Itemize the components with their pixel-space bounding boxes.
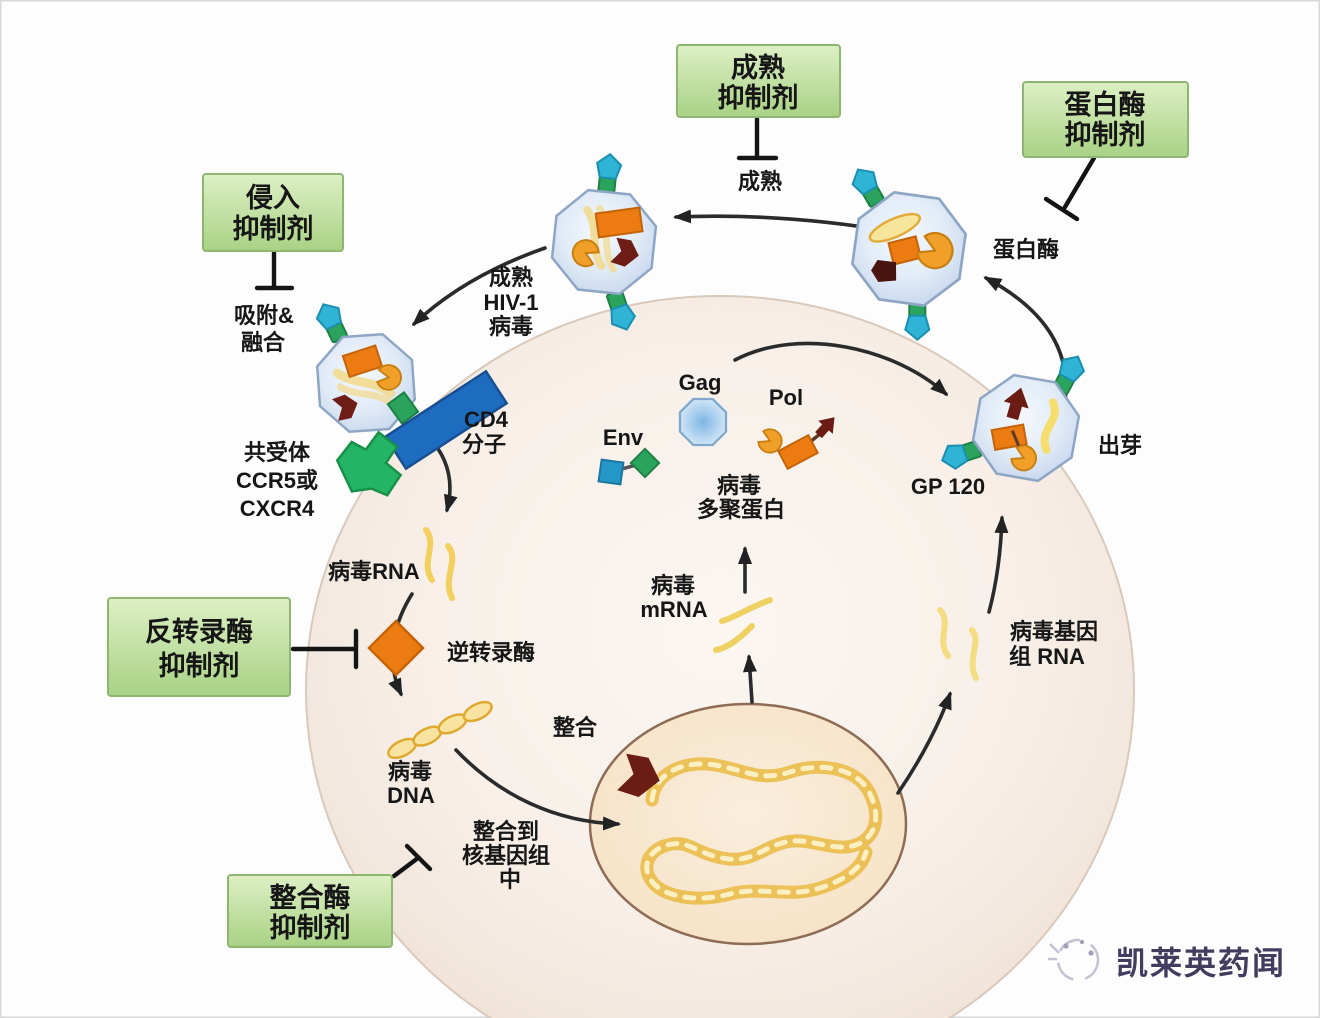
label-cd4-line1: CD4	[464, 407, 509, 432]
arrow-genome-rna-to-budding	[987, 515, 1009, 614]
label-gp120: GP 120	[911, 474, 985, 499]
inhibition-maturation	[736, 116, 779, 161]
arrow-polyprotein-to-budding	[733, 341, 949, 397]
label-viral-dna-line1: 病毒	[388, 759, 432, 784]
rt-inhibitor-line1: 反转录酶	[145, 617, 253, 647]
inhibitor-box-integrase: 整合酶 抑制剂	[227, 874, 393, 948]
inhibitor-box-entry: 侵入 抑制剂	[202, 173, 344, 252]
inhibition-entry	[254, 250, 295, 291]
genome-rna-icon	[937, 607, 979, 681]
gag-protein-icon	[678, 397, 728, 447]
nucleus	[588, 702, 908, 946]
label-env: Env	[603, 425, 644, 450]
host-cell	[305, 295, 1135, 1018]
protease-inhibitor-line1: 蛋白酶	[1065, 89, 1146, 120]
maturation-inhibitor-line2: 抑制剂	[718, 83, 799, 113]
rt-inhibitor-line2: 抑制剂	[159, 651, 240, 681]
label-adsorption-line2: 融合	[241, 330, 286, 355]
label-viral-rna: 病毒RNA	[328, 559, 420, 584]
label-viral-dna-line2: DNA	[387, 783, 435, 808]
label-coreceptor-line1: 共受体	[244, 440, 311, 465]
label-pol: Pol	[769, 385, 803, 410]
label-gag: Gag	[679, 370, 722, 395]
label-mature-hiv-line2: HIV-1	[483, 290, 538, 315]
label-budding: 出芽	[1098, 433, 1142, 458]
label-maturation-step: 成熟	[738, 169, 782, 194]
label-polyprotein-line1: 病毒	[717, 473, 761, 498]
watermark-text: 凯莱英药闻	[1116, 945, 1286, 981]
label-mrna-line2: mRNA	[640, 597, 707, 622]
label-polyprotein-line2: 多聚蛋白	[697, 497, 785, 522]
label-integrate-line3: 中	[499, 867, 521, 892]
entry-inhibitor-line2: 抑制剂	[233, 214, 314, 244]
coreceptor-icon	[335, 430, 403, 497]
inhibitor-box-rt: 反转录酶 抑制剂	[107, 597, 291, 697]
cd4-receptor-icon	[383, 369, 509, 471]
virus-budding	[937, 350, 1090, 488]
label-genome-rna-line1: 病毒基因	[1010, 619, 1098, 644]
label-mature-hiv-line3: 病毒	[489, 314, 533, 339]
inhibitor-box-maturation: 成熟 抑制剂	[676, 44, 841, 118]
maturation-inhibitor-line1: 成熟	[731, 52, 785, 83]
inhibition-integrase	[391, 843, 433, 879]
integrase-inhibitor-line1: 整合酶	[270, 882, 351, 913]
label-adsorption-line1: 吸附&	[234, 303, 294, 328]
arrow-virus-entry	[411, 246, 547, 327]
integrase-inhibitor-line2: 抑制剂	[270, 913, 351, 943]
label-mature-hiv-line1: 成熟	[489, 265, 533, 290]
arrow-nucleus-to-genome-rna	[896, 691, 952, 795]
inhibition-protease	[1043, 155, 1097, 222]
arrow-nucleus-to-mrna	[743, 654, 757, 704]
viral-rna-icon	[423, 527, 456, 601]
host-genome-dna-icon	[640, 757, 883, 905]
virus-protease-stage	[846, 162, 972, 341]
virus-entering	[311, 298, 418, 435]
label-integration: 整合	[553, 715, 598, 740]
label-cd4-line2: 分子	[462, 432, 506, 457]
label-mrna-line1: 病毒	[651, 573, 695, 598]
viral-dna-icon	[387, 700, 493, 760]
label-integrate-line2: 核基因组	[462, 843, 550, 868]
protease-inhibitor-line2: 抑制剂	[1065, 120, 1146, 150]
pol-protein-icon	[754, 410, 842, 471]
virus-mature-hiv	[547, 151, 661, 335]
label-rt-enzyme: 逆转录酶	[447, 640, 535, 665]
inhibition-rt	[290, 628, 359, 670]
inhibitor-box-protease: 蛋白酶 抑制剂	[1022, 81, 1189, 158]
entry-inhibitor-line1: 侵入	[245, 183, 300, 213]
env-protein-icon	[597, 447, 661, 486]
label-coreceptor-line3: CXCR4	[240, 496, 315, 521]
label-genome-rna-line2: 组 RNA	[1009, 644, 1085, 669]
label-protease-enzyme: 蛋白酶	[993, 237, 1059, 262]
label-integrate-line1: 整合到	[473, 819, 539, 844]
reverse-transcriptase-icon	[367, 619, 425, 677]
watermark-logo-icon	[1048, 938, 1100, 982]
arrow-dna-to-nucleus	[454, 748, 621, 831]
viral-mrna-icon	[713, 597, 773, 653]
label-coreceptor-line2: CCR5或	[236, 468, 318, 493]
